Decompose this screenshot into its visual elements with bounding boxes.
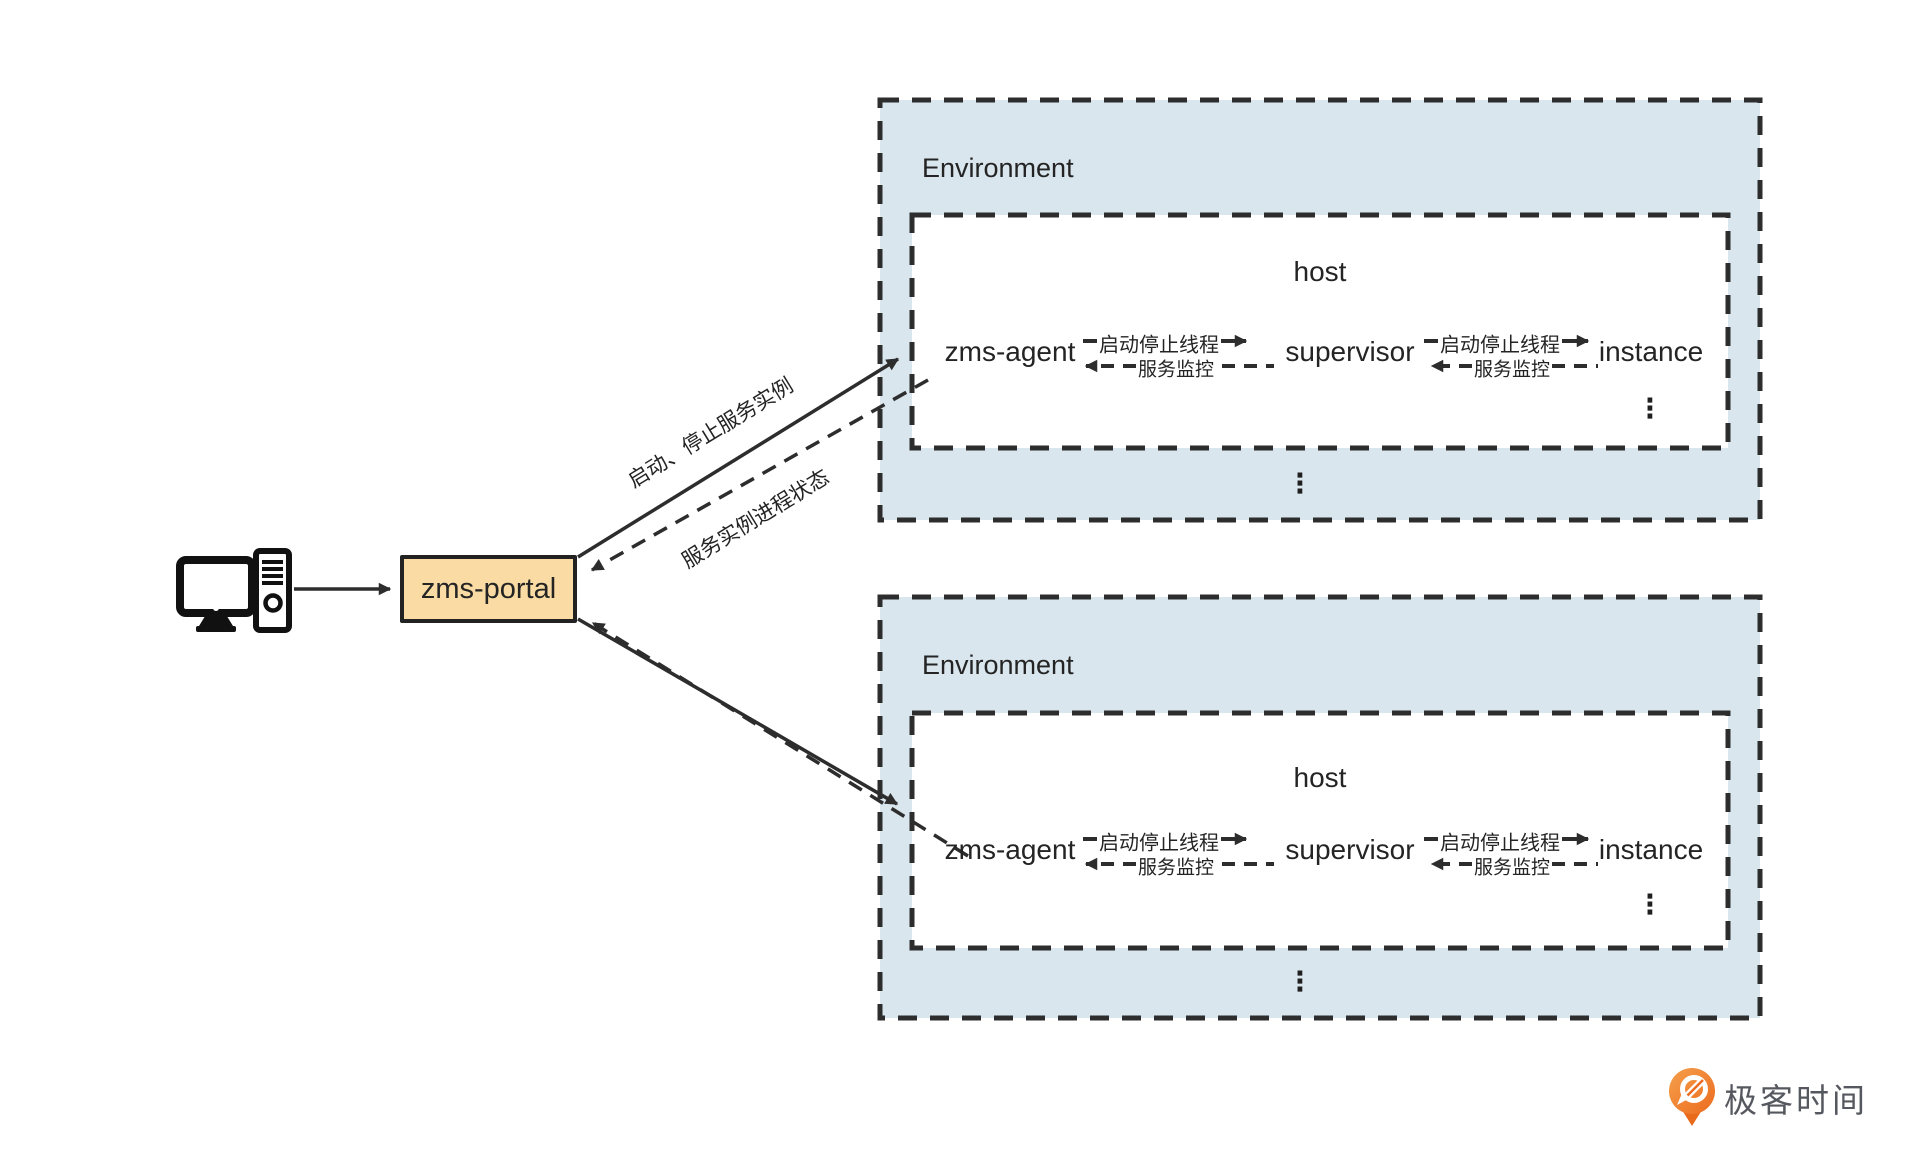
link-label-start-stop-thread: 启动停止线程 bbox=[1440, 832, 1560, 855]
desktop-computer-icon bbox=[176, 548, 292, 633]
node-instance-1: instance bbox=[1598, 336, 1704, 367]
geektime-brand-text: 极客时间 bbox=[1724, 1082, 1868, 1119]
portal-to-env1-arrow bbox=[577, 357, 900, 559]
zms-portal-box: zms-portal bbox=[400, 555, 577, 623]
host-1-label: host bbox=[1293, 256, 1347, 287]
ellipsis-host-2: ⋮ bbox=[1636, 889, 1664, 920]
environment-2-label: Environment bbox=[922, 650, 1074, 680]
link-label-start-stop-thread: 启动停止线程 bbox=[1440, 334, 1560, 357]
node-zms-agent-1: zms-agent bbox=[944, 336, 1076, 367]
node-instance-2: instance bbox=[1598, 834, 1704, 865]
node-zms-agent-2: zms-agent bbox=[944, 834, 1076, 865]
link-label-service-monitor: 服务监控 bbox=[1473, 857, 1551, 879]
host-1-box bbox=[909, 212, 1731, 451]
link-label-service-monitor: 服务监控 bbox=[1473, 359, 1551, 381]
zms-portal-label: zms-portal bbox=[420, 572, 557, 605]
ellipsis-env-1: ⋮ bbox=[1286, 468, 1314, 499]
environment-1-label: Environment bbox=[922, 153, 1074, 183]
node-supervisor-1: supervisor bbox=[1285, 336, 1415, 367]
host-2-label: host bbox=[1293, 762, 1347, 793]
host-2-box bbox=[909, 710, 1731, 951]
ellipsis-host-1: ⋮ bbox=[1636, 393, 1664, 424]
link-label-service-monitor: 服务监控 bbox=[1137, 359, 1215, 381]
ellipsis-env-2: ⋮ bbox=[1286, 966, 1314, 997]
node-supervisor-2: supervisor bbox=[1285, 834, 1415, 865]
env1-to-portal-arrow bbox=[590, 378, 929, 572]
link-label-start-stop-thread: 启动停止线程 bbox=[1099, 832, 1219, 855]
portal-to-env2-arrow bbox=[577, 617, 899, 806]
link-label-service-monitor: 服务监控 bbox=[1137, 857, 1215, 879]
geektime-logo-icon bbox=[1669, 1068, 1715, 1126]
link-label-start-stop-thread: 启动停止线程 bbox=[1099, 334, 1219, 357]
